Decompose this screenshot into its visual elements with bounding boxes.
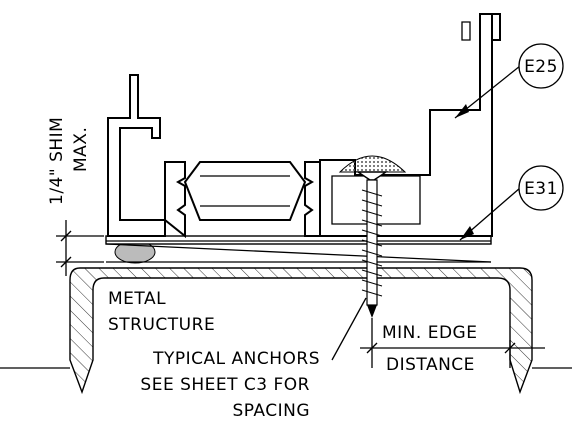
shim-label-line1: 1/4" SHIM xyxy=(47,117,67,205)
metal-structure xyxy=(0,267,572,395)
screw-anchor xyxy=(355,171,389,318)
edge-distance-dimension xyxy=(360,318,545,368)
thermal-break xyxy=(164,161,321,239)
callout-e25-label: E25 xyxy=(524,57,558,77)
shim-plate xyxy=(105,235,492,245)
anchors-leader xyxy=(331,297,367,361)
right-frame-inner xyxy=(331,175,421,225)
callout-e31-label: E31 xyxy=(524,179,558,199)
shim-label-line2: MAX. xyxy=(71,127,91,172)
right-frame-member xyxy=(319,13,493,237)
metal-structure-line2: STRUCTURE xyxy=(108,315,215,335)
anchors-note-line1: TYPICAL ANCHORS xyxy=(152,349,320,369)
callout-e25: E25 xyxy=(454,43,564,119)
taper-shim xyxy=(105,243,492,263)
frame-hook xyxy=(491,13,501,41)
shim-dimension xyxy=(56,220,104,276)
edge-distance-line1: MIN. EDGE xyxy=(382,323,477,343)
anchors-note-line3: SPACING xyxy=(232,401,310,421)
anchors-note-line2: SEE SHEET C3 FOR xyxy=(140,375,310,395)
callout-e31: E31 xyxy=(459,165,564,241)
left-frame-member xyxy=(107,74,166,237)
edge-distance-line2: DISTANCE xyxy=(386,355,475,375)
sealant-cap xyxy=(338,155,407,173)
metal-structure-line1: METAL xyxy=(108,289,166,309)
